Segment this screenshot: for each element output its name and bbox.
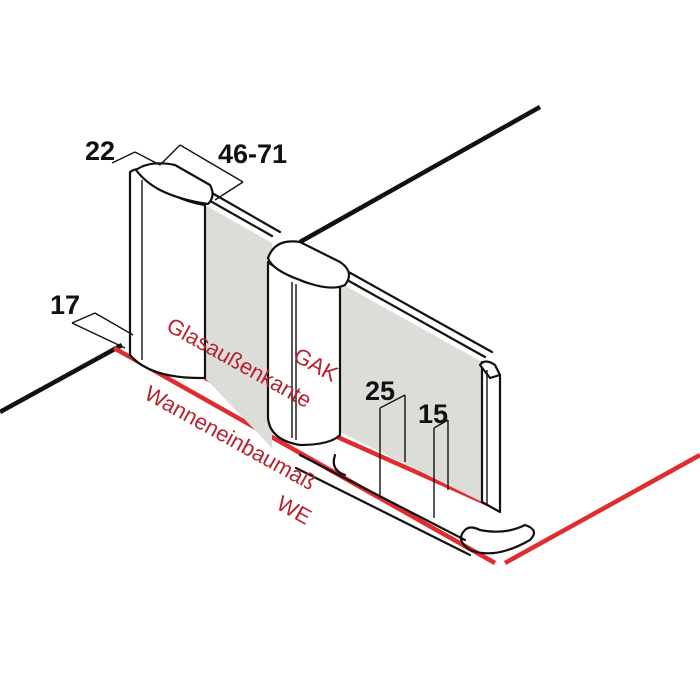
middle-profile (266, 240, 351, 447)
dimension-25: 25 (365, 376, 395, 406)
dimension-17: 17 (50, 290, 80, 320)
bottom-rail (294, 453, 536, 557)
dimension-15: 15 (418, 399, 448, 429)
dimension-lines (71, 144, 449, 518)
dimension-46-71: 46-71 (218, 139, 287, 169)
top-rail (203, 191, 494, 359)
right-end-profile (478, 360, 502, 514)
left-wall-profile (128, 162, 214, 380)
label-we: WE (273, 491, 316, 530)
glass-panels (205, 205, 482, 502)
dimension-22: 22 (85, 136, 115, 166)
wall-lines (0, 105, 542, 414)
